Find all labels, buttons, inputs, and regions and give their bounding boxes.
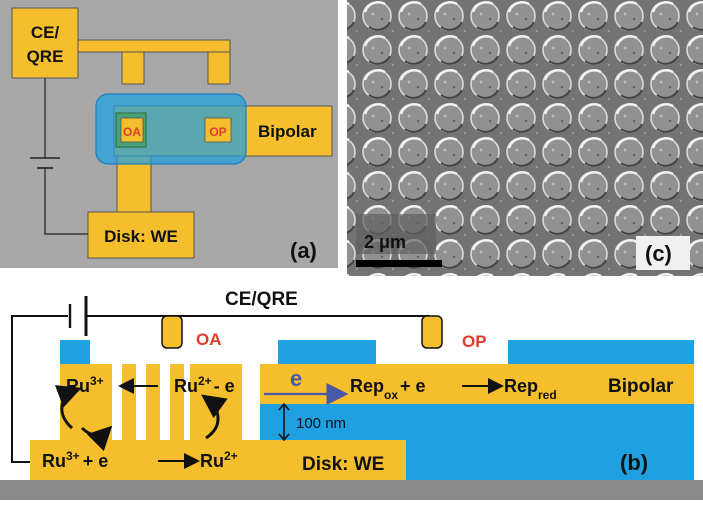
ce-qre-arm xyxy=(77,39,231,53)
bipolar-label: Bipolar xyxy=(258,122,317,141)
ce-qre-label-line1: CE/ xyxy=(31,23,60,42)
pore-gap-3 xyxy=(160,340,170,440)
substrate xyxy=(0,480,703,500)
ce-qre-finger-left xyxy=(121,51,145,85)
scale-bar-background xyxy=(356,214,436,254)
panel-c-letter: (c) xyxy=(645,241,672,266)
diffusion-arrow-right xyxy=(201,394,228,440)
panel-b: CE/QRE OA OP Ru3+ Ru2+- e e Repox+ e Rep… xyxy=(0,289,703,500)
circuit-wire-left xyxy=(11,315,68,463)
ce-qre-contact-left xyxy=(161,315,183,349)
pore-gap-2 xyxy=(136,340,146,440)
pore-segment-2 xyxy=(122,364,136,440)
pore-gap-4 xyxy=(184,340,190,440)
bipolar-label: Bipolar xyxy=(608,376,674,397)
scale-bar xyxy=(356,260,442,267)
op-label: OP xyxy=(462,332,487,351)
disk-electrode xyxy=(87,211,195,259)
panel-b-letter: (b) xyxy=(620,450,648,475)
oa-pad xyxy=(120,117,144,143)
diffusion-arrow-left xyxy=(54,385,82,430)
rep-red-label: Repred xyxy=(504,376,557,402)
disk-reaction-left: Ru3++ e xyxy=(42,449,108,471)
blue-cap-right xyxy=(508,340,694,364)
blue-cap-left xyxy=(60,340,90,364)
oa-label: OA xyxy=(196,330,222,349)
panel-a-letter: (a) xyxy=(290,238,317,263)
panel-a: CE/ QRE Bipolar Disk: WE OA OP (a) xyxy=(0,0,338,268)
ce-qre-label-line2: QRE xyxy=(27,47,64,66)
ce-qre-finger-right xyxy=(207,51,231,85)
ru2-top-label: Ru2+- e xyxy=(174,374,235,396)
disk-we-label: Disk: WE xyxy=(302,454,384,475)
pore-segment-4 xyxy=(170,364,184,440)
op-label: OP xyxy=(209,125,226,139)
op-pad xyxy=(204,117,232,143)
ce-qre-label: CE/QRE xyxy=(225,289,298,310)
scale-bar-label: 2 μm xyxy=(364,232,406,252)
pore-gap-1 xyxy=(112,340,122,440)
panel-c-letter-box xyxy=(636,236,690,270)
ce-qre-box xyxy=(11,7,79,79)
electron-label: e xyxy=(290,366,302,391)
rep-ox-label: Repox+ e xyxy=(350,376,426,402)
disk-reaction-right: Ru2+ xyxy=(200,449,238,471)
blue-layer-bottom xyxy=(406,440,694,480)
blue-cap-mid xyxy=(278,340,376,364)
pore-segment-3 xyxy=(146,364,160,440)
wire-lower xyxy=(44,168,88,235)
disk-label: Disk: WE xyxy=(104,227,178,246)
thickness-label: 100 nm xyxy=(296,415,346,432)
pore-gap-5 xyxy=(242,340,260,440)
ce-qre-contact-right xyxy=(421,315,443,349)
oa-label: OA xyxy=(123,125,141,139)
panel-c: 2 μm (c) xyxy=(347,0,703,276)
